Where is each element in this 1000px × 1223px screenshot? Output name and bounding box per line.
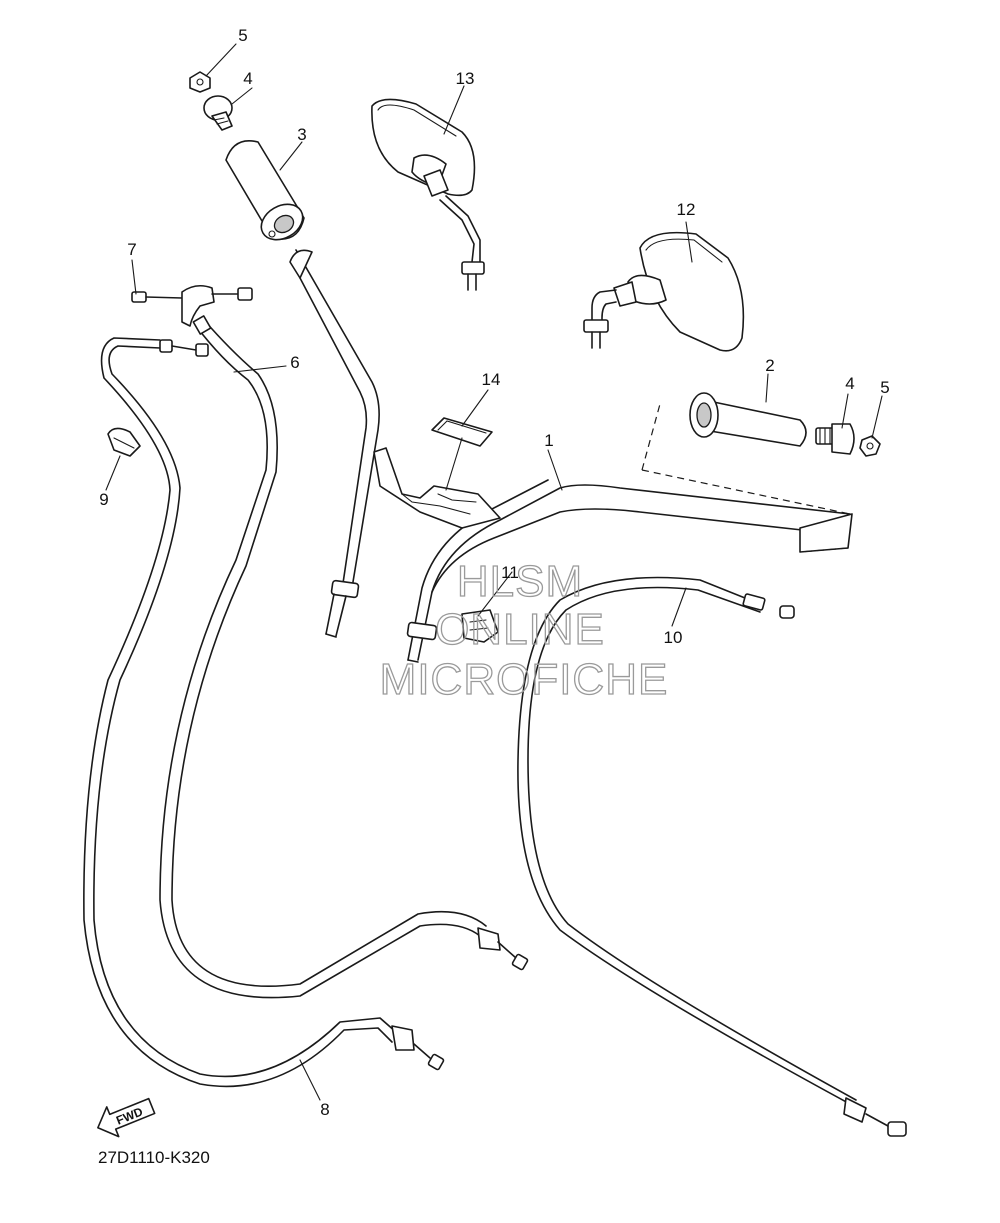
grip-part-3[interactable] (225, 140, 309, 247)
svg-text:HLSM: HLSM (457, 557, 583, 606)
callout-14[interactable]: 14 (482, 370, 501, 389)
callout-3[interactable]: 3 (297, 125, 306, 144)
callout-12[interactable]: 12 (677, 200, 696, 219)
svg-text:ONLINE: ONLINE (435, 605, 605, 654)
callout-13[interactable]: 13 (456, 69, 475, 88)
callout-10[interactable]: 10 (664, 628, 683, 647)
callout-6[interactable]: 6 (290, 353, 299, 372)
handlebar-part-1[interactable] (289, 249, 853, 663)
bar-end-part-4-left[interactable] (203, 95, 233, 131)
mirror-part-13[interactable] (371, 98, 485, 291)
fitting-part-7[interactable] (131, 284, 253, 327)
plate-part-14[interactable] (431, 417, 493, 447)
cable-part-6[interactable] (159, 315, 529, 999)
callout-8[interactable]: 8 (320, 1100, 329, 1119)
callout-7[interactable]: 7 (127, 240, 136, 259)
svg-text:MICROFICHE: MICROFICHE (380, 655, 669, 704)
grip-part-2[interactable] (641, 392, 851, 553)
callout-1[interactable]: 1 (544, 431, 553, 450)
callout-4-right[interactable]: 4 (845, 374, 854, 393)
nut-part-5-left[interactable] (189, 71, 211, 93)
callout-labels: 1 2 3 4 4 5 5 6 7 8 9 10 11 12 13 14 (99, 26, 889, 1119)
fwd-arrow-icon: FWD (97, 1097, 156, 1138)
callout-2[interactable]: 2 (765, 356, 774, 375)
leader-lines (105, 43, 883, 1101)
callout-5-left[interactable]: 5 (238, 26, 247, 45)
callout-5-right[interactable]: 5 (880, 378, 889, 397)
cable-part-8[interactable] (83, 337, 445, 1088)
bar-end-part-4-right[interactable] (815, 423, 855, 455)
callout-9[interactable]: 9 (99, 490, 108, 509)
watermark: HLSM ONLINE MICROFICHE (379, 556, 669, 704)
clamp-part-9[interactable] (107, 427, 141, 457)
mirror-part-12[interactable] (583, 231, 745, 352)
nut-part-5-right[interactable] (859, 435, 881, 457)
switch-part-11[interactable] (461, 609, 499, 643)
cable-part-10[interactable] (517, 576, 907, 1137)
callout-4-left[interactable]: 4 (243, 69, 252, 88)
callout-11[interactable]: 11 (501, 563, 519, 582)
diagram-code: 27D1110-K320 (98, 1148, 210, 1167)
